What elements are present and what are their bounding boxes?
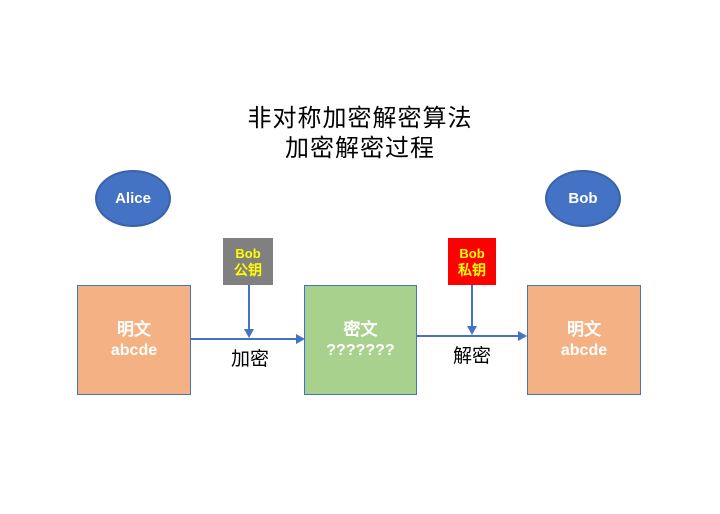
- plaintext-right-title: 明文: [567, 320, 601, 339]
- private-key-arrow-head-icon: [467, 326, 477, 335]
- encrypt-arrow-head-icon: [296, 334, 305, 344]
- ciphertext-box: 密文 ???????: [304, 285, 417, 395]
- decrypt-label: 解密: [452, 346, 491, 367]
- actor-bob-ellipse: Bob: [545, 170, 621, 227]
- title-line-2: 加密解密过程: [285, 135, 435, 162]
- ciphertext-value: ???????: [326, 342, 395, 359]
- encrypt-label: 加密: [230, 349, 269, 370]
- diagram-title: 非对称加密解密算法 加密解密过程: [0, 104, 720, 164]
- private-key-type: 私钥: [458, 261, 486, 278]
- actor-bob-label: Bob: [568, 190, 598, 207]
- decrypt-arrow-head-icon: [518, 331, 527, 341]
- decrypt-arrow-line: [417, 335, 519, 337]
- public-key-owner: Bob: [235, 245, 261, 261]
- public-key-type: 公钥: [234, 261, 262, 278]
- title-line-1: 非对称加密解密算法: [247, 105, 473, 132]
- ciphertext-title: 密文: [343, 320, 378, 339]
- plaintext-left-title: 明文: [117, 320, 151, 339]
- actor-alice-label: Alice: [115, 190, 151, 207]
- private-key-owner: Bob: [459, 245, 485, 261]
- plaintext-box-left: 明文 abcde: [77, 285, 191, 395]
- public-key-arrow-head-icon: [244, 329, 254, 338]
- bob-private-key-box: Bob 私钥: [448, 238, 496, 285]
- private-key-arrow-line: [471, 285, 473, 326]
- encrypt-arrow-line: [191, 338, 297, 340]
- actor-alice-ellipse: Alice: [95, 170, 171, 227]
- public-key-arrow-line: [248, 285, 250, 329]
- plaintext-box-right: 明文 abcde: [527, 285, 641, 395]
- bob-public-key-box: Bob 公钥: [223, 238, 273, 285]
- plaintext-left-value: abcde: [110, 342, 158, 359]
- plaintext-right-value: abcde: [560, 342, 608, 359]
